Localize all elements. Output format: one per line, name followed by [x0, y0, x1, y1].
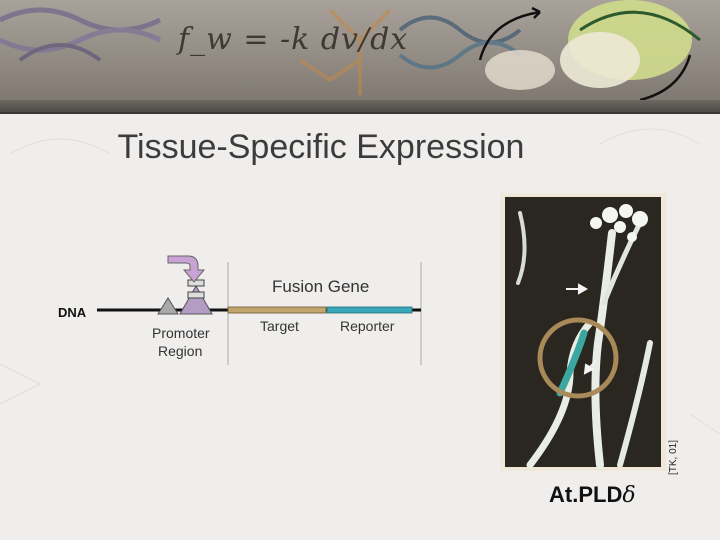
- highlight-circle: [537, 317, 619, 399]
- banner-art: [0, 0, 701, 102]
- fusion-gene-label: Fusion Gene: [272, 277, 369, 296]
- promoter-label-line1: Promoter: [152, 325, 210, 341]
- dna-helix-icon: [0, 7, 162, 62]
- target-label: Target: [260, 318, 299, 334]
- reporter-bar: [326, 306, 413, 314]
- plant-photo: [500, 193, 666, 471]
- stem-branch: [617, 340, 653, 468]
- leaf-icon: [485, 0, 701, 90]
- caption-symbol: δ: [622, 483, 636, 508]
- page-title: Tissue-Specific Expression: [117, 128, 525, 166]
- background-watermark: [0, 128, 720, 435]
- factor-box-1: [187, 291, 205, 299]
- indicator-arrow-icon: [566, 283, 597, 375]
- stem-main: [591, 229, 616, 469]
- fusion-gene-diagram: DNA Fusion Gene Target Reporter Promoter…: [58, 255, 422, 365]
- promoter-region-triangle: [179, 284, 213, 315]
- stem-stained: [556, 329, 588, 397]
- factor-box-2: [187, 279, 205, 287]
- flower-cluster-icon: [590, 204, 648, 242]
- binding-arrow-icon: [167, 255, 206, 283]
- promoter-gray-triangle: [157, 297, 179, 315]
- target-bar: [227, 306, 327, 314]
- header-banner: f_w = -k dv/dx: [0, 0, 720, 112]
- promoter-label-line2: Region: [158, 343, 202, 359]
- dna-label: DNA: [58, 305, 87, 320]
- photo-caption: At.PLDδ: [549, 482, 636, 508]
- molecule-icon: [298, 8, 392, 95]
- banner-formula: f_w = -k dv/dx: [178, 22, 409, 57]
- helix-icon: [398, 15, 522, 70]
- caption-prefix: At.PLD: [549, 482, 623, 507]
- citation: [TK, 01]: [668, 430, 682, 475]
- reporter-label: Reporter: [340, 318, 395, 334]
- cycle-arrows-icon: [478, 6, 692, 102]
- banner-divider: [0, 100, 720, 114]
- stem-side: [601, 220, 643, 306]
- citation-text: [TK, 01]: [668, 439, 679, 475]
- stem-thin-left: [516, 211, 527, 285]
